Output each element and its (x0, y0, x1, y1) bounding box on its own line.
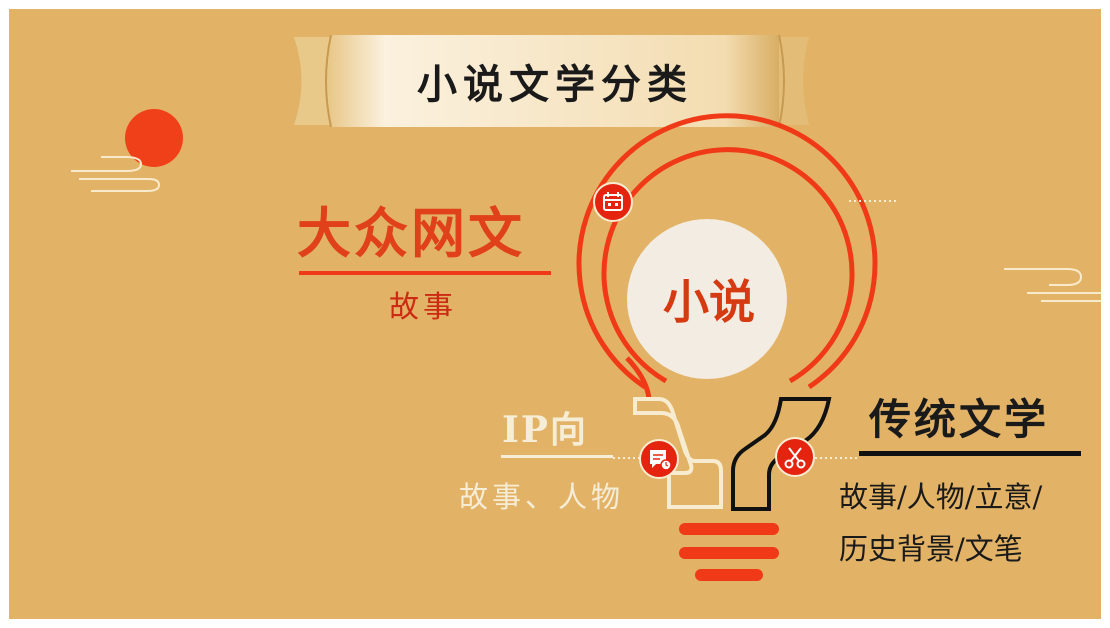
mass-underline (299, 271, 551, 275)
cloud-decoration-right (1004, 268, 1101, 302)
slide-canvas: 小说文学分类 小说 大众网文 故事 IP向 故事、人物 传统文学 故事/人物/立… (9, 9, 1101, 619)
center-circle (627, 219, 787, 379)
diagram-graphics (71, 34, 1101, 581)
bulb-left-zigzag (633, 397, 723, 509)
bulb-neck-left (625, 356, 652, 400)
bulb-right-zigzag (731, 397, 832, 511)
ip-category-title: IP向 (502, 409, 588, 451)
bulb-inner-arc (601, 147, 855, 384)
message-clock-icon (639, 439, 679, 479)
bulb-base-bar-1 (679, 523, 779, 535)
traditional-category-line-1: 故事/人物/立意/ (839, 480, 1043, 514)
ip-underline (501, 455, 613, 458)
bulb-outer-arc (576, 113, 878, 390)
title-banner (294, 34, 809, 128)
ip-category-subtitle: 故事、人物 (459, 480, 625, 514)
traditional-category-line-2: 历史背景/文笔 (839, 532, 1023, 566)
center-label: 小说 (663, 275, 755, 329)
bulb-base-bar-3 (695, 569, 763, 581)
scissors-icon (775, 437, 815, 477)
traditional-underline (859, 451, 1081, 456)
sun-decoration (125, 109, 183, 167)
bulb-base-bar-2 (679, 547, 779, 559)
page-title: 小说文学分类 (417, 61, 693, 108)
cloud-decoration-left (71, 156, 161, 192)
calendar-icon (593, 182, 633, 222)
mass-category-title: 大众网文 (297, 201, 525, 265)
mass-category-subtitle: 故事 (389, 290, 457, 325)
traditional-category-title: 传统文学 (869, 395, 1050, 444)
